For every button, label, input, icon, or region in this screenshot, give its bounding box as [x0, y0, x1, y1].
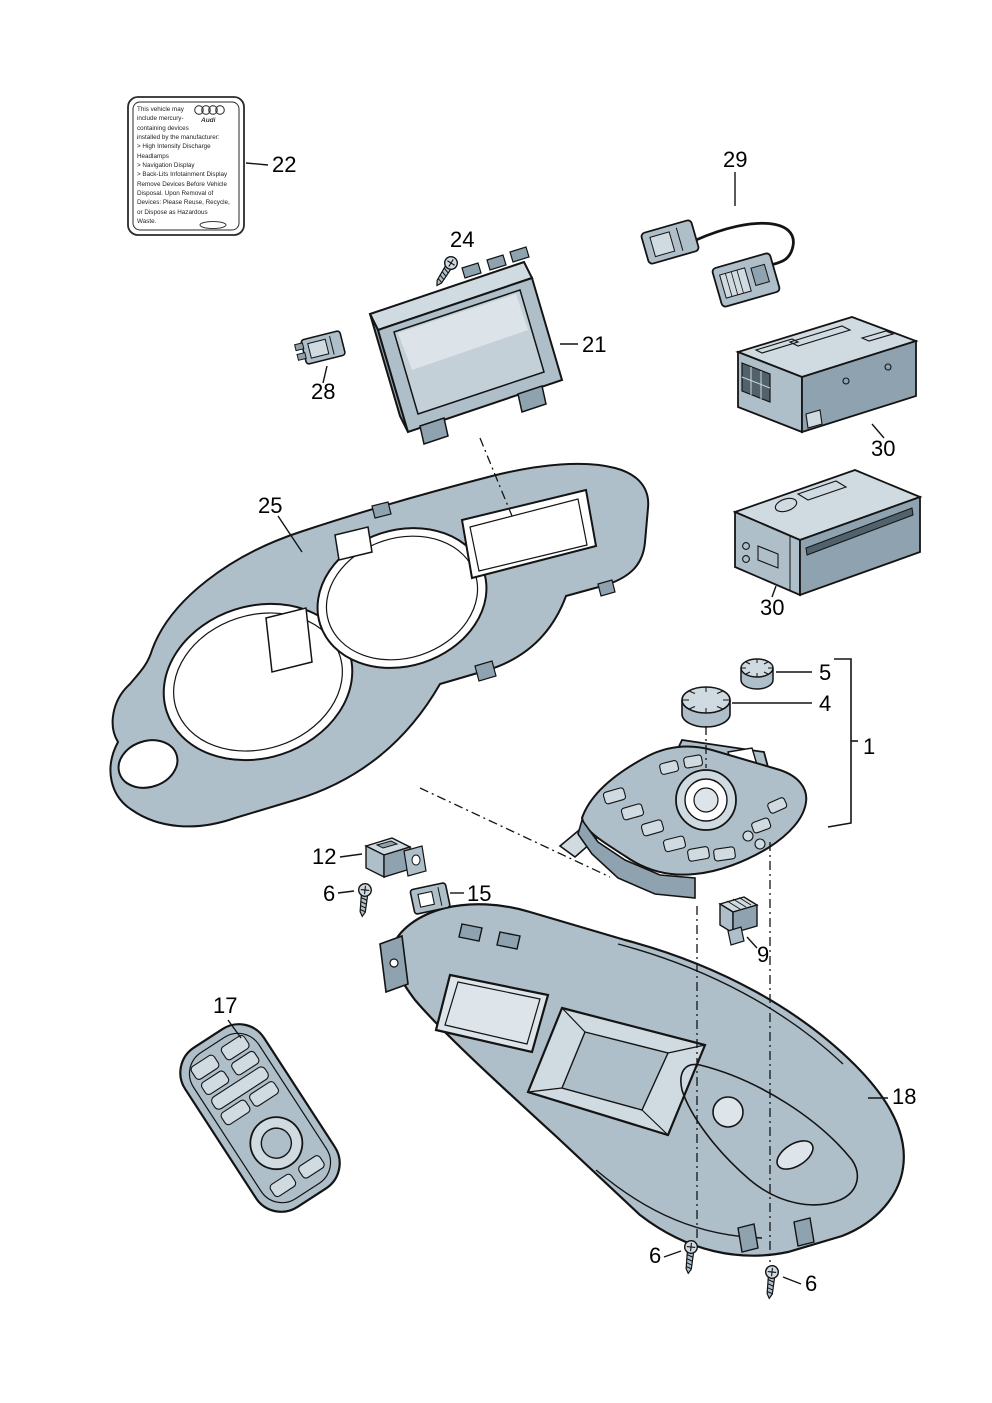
- callout-18[interactable]: 18: [892, 1084, 916, 1109]
- rotary-knob-4: [681, 686, 731, 728]
- callout-22[interactable]: 22: [272, 152, 296, 177]
- label-line: Disposal. Upon Removal of: [137, 190, 214, 197]
- center-console-trim: [379, 903, 905, 1257]
- cd-drive-unit-30-bottom: [732, 469, 923, 597]
- label-line: include mercury-: [137, 115, 184, 122]
- cupholder-opening: [712, 1096, 744, 1128]
- control-unit-30-top: [735, 316, 919, 434]
- callout-12[interactable]: 12: [312, 844, 336, 869]
- label-line: > High Intensity Discharge: [137, 143, 211, 150]
- leader-6-left: [337, 890, 355, 894]
- label-line: Remove Devices Before Vehicle: [137, 181, 227, 188]
- group-bracket-1: [827, 658, 858, 828]
- callout-29[interactable]: 29: [723, 147, 747, 172]
- label-line: Devices: Please Reuse, Recycle,: [137, 199, 230, 206]
- callout-5[interactable]: 5: [819, 660, 831, 685]
- leader-12: [339, 853, 363, 858]
- leader-9: [746, 936, 758, 949]
- audi-rings-icon: [194, 105, 225, 115]
- label-line: or Dispose as Hazardous: [137, 209, 208, 216]
- callout-1[interactable]: 1: [863, 734, 875, 759]
- callout-21[interactable]: 21: [582, 332, 606, 357]
- knob-cap-5: [740, 658, 774, 690]
- callout-28[interactable]: 28: [311, 379, 335, 404]
- screw-6-bottom-left: [681, 1239, 699, 1275]
- display-window-opening: [460, 488, 598, 580]
- label-line: > Back-Lits Infotainment Display: [137, 171, 228, 178]
- callout-30-top[interactable]: 30: [871, 436, 895, 461]
- callout-4[interactable]: 4: [819, 691, 831, 716]
- screw-24: [430, 253, 461, 290]
- retainer-15: [409, 882, 451, 915]
- remote-control-17: [179, 1023, 341, 1213]
- remote-buttons: [190, 1035, 325, 1198]
- callout-6-left[interactable]: 6: [323, 881, 335, 906]
- leader-lines: [227, 162, 888, 1285]
- assembly-reference-lines: [419, 437, 771, 1262]
- leader-6-bottom-right: [782, 1276, 802, 1285]
- label-brand: Audi: [200, 117, 216, 124]
- leader-30-top: [871, 423, 885, 439]
- callout-9[interactable]: 9: [757, 942, 769, 967]
- screw-6-bottom-right: [762, 1264, 780, 1300]
- navigation-display-unit: [368, 246, 564, 445]
- callout-15[interactable]: 15: [467, 881, 491, 906]
- callout-6-bottom-left[interactable]: 6: [649, 1243, 661, 1268]
- label-line: Headlamps: [137, 153, 169, 160]
- leader-30-bottom: [771, 585, 777, 598]
- callout-17[interactable]: 17: [213, 993, 237, 1018]
- label-line: installed by the manufacturer:: [137, 134, 220, 141]
- connector-9: [718, 896, 759, 946]
- leader-6-bottom-left: [663, 1250, 682, 1258]
- label-line: Waste.: [137, 218, 157, 225]
- callout-24[interactable]: 24: [450, 227, 474, 252]
- mercury-warning-label: Audi This vehicle may include mercury- c…: [127, 96, 245, 236]
- switch-12: [364, 837, 427, 879]
- screw-6-left: [355, 882, 373, 918]
- connector-28: [294, 330, 346, 365]
- callout-labels: 22 29 24 21 28 30 30 25 5 4 1 12 6 15 9 …: [213, 147, 916, 1296]
- panel-buttons: [602, 754, 788, 862]
- instrument-cluster-surround: [109, 462, 650, 828]
- label-line: This vehicle may: [137, 106, 185, 113]
- antenna-cable-29: [640, 219, 795, 308]
- leader-17: [227, 1019, 242, 1039]
- leader-22: [245, 162, 269, 166]
- label-line: containing devices: [137, 125, 189, 132]
- control-panel-assembly: [558, 739, 808, 899]
- leader-28: [322, 365, 328, 384]
- leader-25: [277, 515, 303, 553]
- callout-6-bottom-right[interactable]: 6: [805, 1271, 817, 1296]
- callout-30-bottom[interactable]: 30: [760, 595, 784, 620]
- label-line: > Navigation Display: [137, 162, 195, 169]
- callout-25[interactable]: 25: [258, 493, 282, 518]
